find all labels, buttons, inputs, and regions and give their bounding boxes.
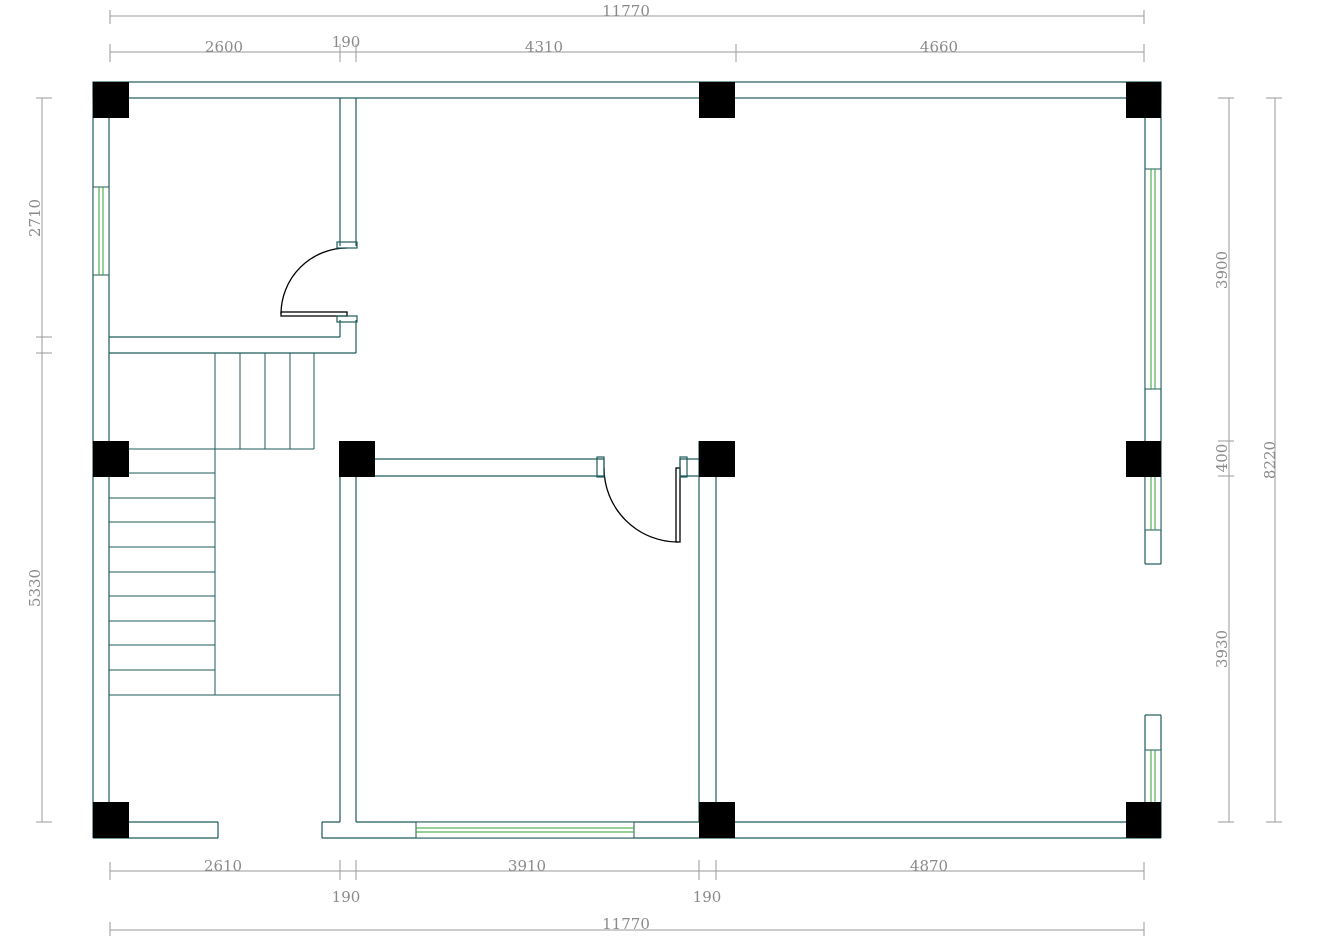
dim-top-overall: 11770 xyxy=(602,2,650,20)
window-bottom xyxy=(415,821,635,839)
dim-bottom-small: 190 xyxy=(693,888,722,906)
column xyxy=(93,802,129,838)
dim-top-segment: 190 xyxy=(332,33,361,51)
column xyxy=(1126,82,1161,118)
dimension-labels: 11770 2600 190 4310 4660 2610 3910 4870 … xyxy=(26,2,1279,933)
dim-right: 3900 xyxy=(1213,251,1231,289)
staircase xyxy=(109,353,340,696)
columns xyxy=(93,82,1161,838)
dim-bottom-overall: 11770 xyxy=(602,915,650,933)
column xyxy=(699,82,735,118)
door-middle xyxy=(596,456,688,543)
column xyxy=(699,802,735,838)
window-right-lower xyxy=(1144,749,1162,805)
window-right-upper xyxy=(1144,168,1162,390)
dim-bottom-segment: 3910 xyxy=(508,857,546,875)
window-right-middle xyxy=(1144,475,1162,531)
dim-right: 400 xyxy=(1213,444,1231,473)
windows xyxy=(92,168,1162,839)
dim-top-segment: 4660 xyxy=(920,38,958,56)
dim-bottom-small: 190 xyxy=(332,888,361,906)
window-left xyxy=(92,186,110,276)
dim-left: 5330 xyxy=(26,569,44,607)
column xyxy=(339,441,375,477)
dim-bottom-segment: 2610 xyxy=(204,857,242,875)
column xyxy=(1126,441,1161,477)
dim-top-segment: 2600 xyxy=(205,38,243,56)
column xyxy=(93,82,129,118)
door-upper xyxy=(280,241,358,323)
dim-bottom-segment: 4870 xyxy=(910,857,948,875)
dim-right: 3930 xyxy=(1213,630,1231,668)
dim-top-segment: 4310 xyxy=(525,38,563,56)
dimension-lines xyxy=(36,10,1282,936)
doors xyxy=(280,241,688,543)
dim-left: 2710 xyxy=(26,199,44,237)
walls xyxy=(92,81,1162,839)
column xyxy=(1126,802,1161,838)
dim-right-overall: 8220 xyxy=(1261,441,1279,479)
column xyxy=(93,441,129,477)
column xyxy=(699,441,735,477)
